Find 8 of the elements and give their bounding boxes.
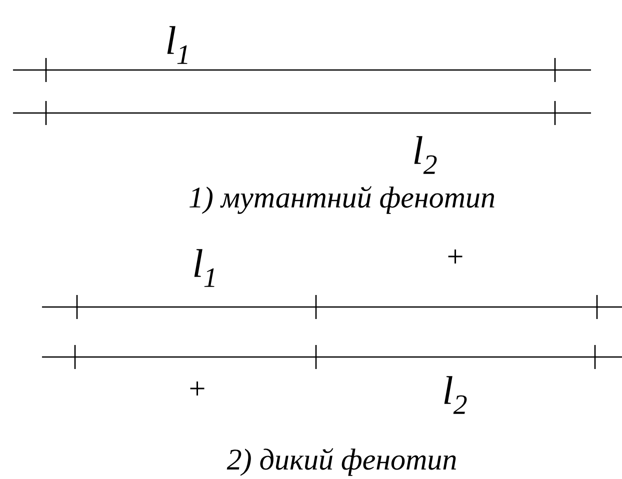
allele-label: l$_{1}$	[167, 26, 188, 64]
caption: 1) мутантний фенотип	[190, 186, 494, 214]
allele-label: +	[448, 250, 462, 264]
caption: 2) дикий фенотип	[226, 448, 456, 476]
allele-label: l$_{1}$	[194, 249, 214, 287]
allele-label: l$_{2}$	[414, 136, 437, 174]
allele-label: l$_{2}$	[444, 376, 467, 414]
allele-label: +	[190, 382, 204, 396]
